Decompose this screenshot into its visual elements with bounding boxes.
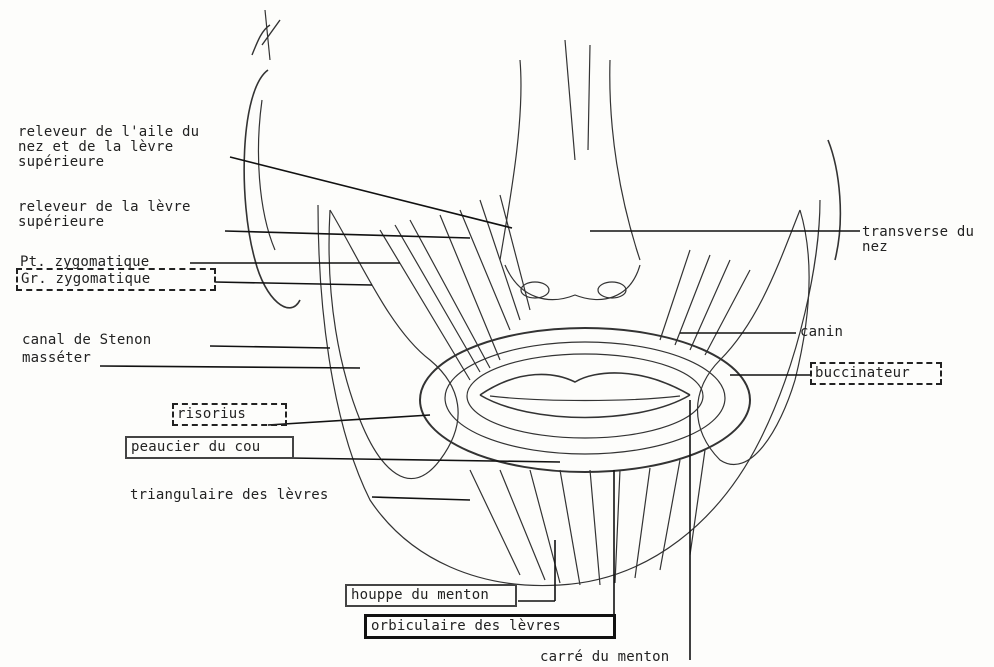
leader-risorius (268, 415, 430, 425)
label-pt-zygomatique: Pt. zygomatique (20, 255, 149, 270)
label-carre: carré du menton (540, 650, 669, 665)
leader-triangulaire (372, 497, 470, 500)
jaw-outline (318, 200, 820, 586)
label-triangulaire: triangulaire des lèvres (130, 488, 328, 503)
label-releveur-levre: releveur de la lèvre supérieure (18, 200, 191, 230)
orbicularis-inner (467, 354, 703, 438)
label-buccinateur: buccinateur (812, 364, 940, 383)
label-transverse: transverse du nez (862, 225, 974, 255)
lip-line (490, 396, 680, 401)
nose-bridge-right (610, 60, 640, 260)
label-orbiculaire: orbiculaire des lèvres (364, 614, 616, 639)
left-cheek (329, 210, 458, 479)
nose-bridge-left (500, 60, 521, 260)
chin-fibers (470, 450, 705, 585)
left-ear (244, 70, 300, 308)
leader-masseter (100, 366, 360, 368)
upper-lip (480, 373, 690, 395)
levator-fibers (460, 195, 530, 330)
top-nose-lines (565, 40, 590, 160)
label-canal-stenon: canal de Stenon (22, 333, 151, 348)
right-nostril (598, 282, 626, 298)
nose-base (505, 265, 640, 300)
left-ear-inner (258, 100, 275, 250)
label-masseter: masséter (22, 351, 91, 366)
label-risorius: risorius (174, 405, 285, 424)
label-peaucier: peaucier du cou (125, 436, 294, 459)
leader-releveur-levre (225, 231, 470, 238)
leader-canal-stenon (210, 346, 330, 348)
label-houppe: houppe du menton (345, 584, 517, 607)
right-ear (828, 140, 840, 260)
label-canin: canin (800, 325, 843, 340)
leader-peaucier (290, 458, 560, 462)
leader-gr-zygomatique (215, 282, 372, 285)
leader-releveur-aile (230, 157, 512, 228)
label-releveur-aile: releveur de l'aile du nez et de la lèvre… (18, 125, 199, 170)
zygomatic-fibers (380, 215, 500, 380)
label-gr-zygomatique: Gr. zygomatique (18, 270, 214, 289)
